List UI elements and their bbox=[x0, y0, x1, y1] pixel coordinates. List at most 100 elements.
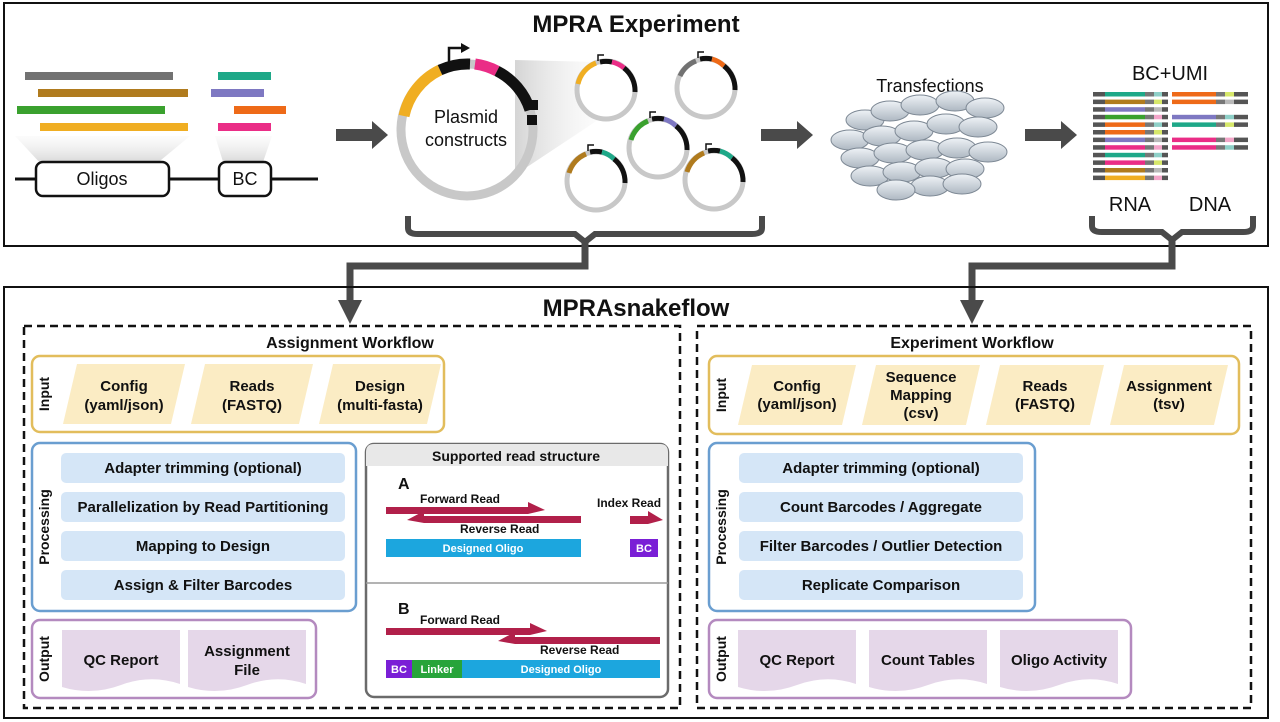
read-icon bbox=[1105, 114, 1145, 120]
bc-umi-label: BC+UMI bbox=[1132, 63, 1208, 85]
read-icon bbox=[1093, 152, 1105, 158]
read-icon bbox=[1172, 114, 1216, 120]
read-icon bbox=[1105, 92, 1145, 97]
arrow-right-icon bbox=[1025, 121, 1077, 149]
read-icon bbox=[1234, 92, 1248, 97]
read-structure-title: Supported read structure bbox=[432, 448, 600, 464]
cell-icon bbox=[900, 94, 940, 116]
read-icon bbox=[1093, 92, 1105, 97]
assignment-input-label: Input bbox=[36, 377, 52, 412]
read-icon bbox=[1162, 107, 1168, 112]
processing-step bbox=[739, 531, 1023, 561]
structure-a-forward-label: Forward Read bbox=[420, 492, 500, 506]
structure-b-oligo-label: Designed Oligo bbox=[521, 664, 602, 676]
assignment-workflow-title: Assignment Workflow bbox=[266, 335, 434, 352]
designed-oligo-bar bbox=[462, 660, 660, 678]
bc-bar bbox=[386, 660, 412, 678]
plasmid-small bbox=[626, 111, 690, 180]
cell-icon bbox=[942, 173, 982, 195]
oligo-line bbox=[38, 89, 188, 97]
input-item bbox=[1110, 365, 1228, 425]
processing-step-label: Count Barcodes / Aggregate bbox=[780, 499, 982, 516]
oligo-fan bbox=[15, 136, 190, 165]
forward-read-arrow bbox=[386, 502, 545, 514]
read-icon bbox=[1162, 99, 1168, 105]
input-item-label: Config bbox=[773, 378, 820, 395]
input-item-label: (yaml/json) bbox=[757, 396, 836, 413]
input-item-label: (FASTQ) bbox=[1015, 396, 1075, 413]
oligo-line bbox=[17, 106, 165, 114]
arrow-down-icon bbox=[338, 300, 362, 324]
processing-step-label: Adapter trimming (optional) bbox=[782, 460, 980, 477]
plasmid-label-1: Plasmid bbox=[434, 107, 498, 127]
read-icon bbox=[1225, 137, 1234, 143]
input-item bbox=[862, 365, 980, 425]
input-item-label: Config bbox=[100, 378, 147, 395]
read-icon bbox=[1154, 168, 1162, 173]
dna-label: DNA bbox=[1189, 194, 1232, 216]
read-icon bbox=[1105, 168, 1145, 173]
input-item bbox=[986, 365, 1104, 425]
processing-step-label: Mapping to Design bbox=[136, 538, 270, 555]
processing-step-label: Replicate Comparison bbox=[802, 577, 960, 594]
read-icon bbox=[1105, 175, 1145, 181]
input-item bbox=[738, 365, 856, 425]
connector-assignment bbox=[346, 240, 589, 305]
plasmid-small bbox=[674, 51, 738, 120]
read-icon bbox=[1145, 122, 1154, 127]
experiment-workflow-box bbox=[695, 324, 1253, 710]
read-icon bbox=[1162, 122, 1168, 127]
read-icon bbox=[1162, 160, 1168, 165]
output-item bbox=[188, 630, 306, 692]
rna-label: RNA bbox=[1109, 194, 1152, 216]
read-icon bbox=[1162, 175, 1168, 181]
structure-b-reverse-label: Reverse Read bbox=[540, 643, 619, 657]
processing-step-label: Filter Barcodes / Outlier Detection bbox=[760, 538, 1003, 555]
input-item-label: Reads bbox=[229, 378, 274, 395]
plasmid-small bbox=[574, 54, 638, 122]
read-icon bbox=[1216, 145, 1225, 150]
read-icon bbox=[1093, 160, 1105, 165]
read-icon bbox=[1172, 137, 1216, 143]
input-item-label: Mapping bbox=[890, 387, 952, 404]
forward-read-arrow bbox=[386, 623, 547, 635]
read-icon bbox=[1225, 99, 1234, 105]
index-read-label: Index Read bbox=[597, 496, 661, 510]
read-icon bbox=[1154, 92, 1162, 97]
bc-fan bbox=[215, 136, 272, 165]
read-structure-header bbox=[366, 444, 668, 466]
input-item bbox=[191, 364, 313, 424]
output-item-label: Count Tables bbox=[881, 652, 975, 669]
read-icon bbox=[1093, 107, 1105, 112]
read-icon bbox=[1216, 92, 1225, 97]
read-icon bbox=[1093, 114, 1105, 120]
input-item-label: (yaml/json) bbox=[84, 397, 163, 414]
read-icon bbox=[1093, 137, 1105, 143]
experiment-output-label: Output bbox=[713, 636, 729, 682]
read-icon bbox=[1162, 137, 1168, 143]
plasmid-segment bbox=[437, 58, 471, 76]
plasmid-segment bbox=[398, 65, 443, 118]
read-icon bbox=[1154, 160, 1162, 165]
bc-bar bbox=[630, 539, 658, 557]
rna-reads bbox=[1093, 92, 1168, 181]
oligos-box bbox=[34, 160, 171, 198]
read-icon bbox=[1145, 107, 1154, 112]
cell-icon bbox=[958, 116, 998, 138]
read-icon bbox=[1105, 160, 1145, 165]
cell-icon bbox=[840, 147, 880, 169]
read-icon bbox=[1154, 175, 1162, 181]
arrow-right-icon bbox=[336, 121, 388, 149]
read-icon bbox=[1162, 92, 1168, 97]
read-icon bbox=[1216, 137, 1225, 143]
read-icon bbox=[1225, 114, 1234, 120]
read-icon bbox=[1145, 114, 1154, 120]
processing-step bbox=[739, 570, 1023, 600]
assignment-processing-group bbox=[30, 441, 358, 613]
input-item-label: (tsv) bbox=[1153, 396, 1185, 413]
arrow-down-icon bbox=[960, 300, 984, 324]
read-icon bbox=[1093, 130, 1105, 135]
read-icon bbox=[1105, 122, 1145, 127]
